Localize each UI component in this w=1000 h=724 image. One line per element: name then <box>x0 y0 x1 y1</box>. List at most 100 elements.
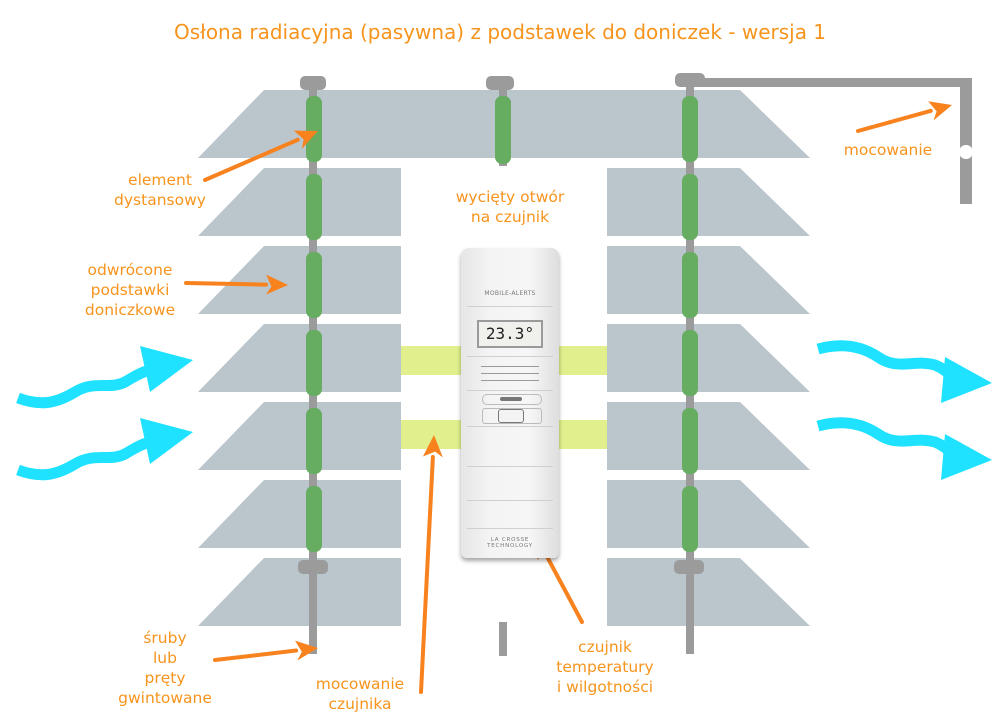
arrow-spacer <box>203 137 300 182</box>
spacer-element <box>306 408 322 474</box>
sensor-divider <box>467 528 553 529</box>
rod-head <box>675 73 705 87</box>
sensor-device: MOBILE-ALERTS 23.3° LA CROSSE TECHNOLOGY <box>461 248 559 566</box>
sensor-led <box>500 397 522 401</box>
mount-hole <box>959 145 973 159</box>
sensor-divider <box>467 306 553 307</box>
label-line: podstawki <box>90 281 170 299</box>
sensor-brand-bottom: LA CROSSE TECHNOLOGY <box>461 537 559 549</box>
airflow-in-arrowhead <box>140 346 193 392</box>
plate-right <box>607 246 810 314</box>
mount-bracket <box>700 78 972 87</box>
plate-left <box>198 168 401 236</box>
sensor-mount-pad <box>555 420 607 449</box>
arrow-sensor-mount-head <box>422 435 443 458</box>
rod-nut <box>674 560 704 574</box>
label-line: czujnik <box>578 638 632 656</box>
label-line: gwintowane <box>118 689 212 707</box>
sensor-divider <box>467 426 553 427</box>
airflow-in-arrow <box>16 364 152 409</box>
airflow-group <box>16 340 992 481</box>
rods-group <box>298 73 973 656</box>
plate-left <box>198 558 401 626</box>
label-mount: mocowanie <box>843 141 933 159</box>
label-line: dystansowy <box>114 191 206 209</box>
mount-bracket <box>960 78 972 204</box>
arrow-saucers-head <box>265 274 288 295</box>
label-screws: śruby lub pręty gwintowane <box>110 628 220 708</box>
label-line: czujnika <box>328 695 392 713</box>
plate-left <box>198 324 401 392</box>
rod-head <box>486 76 514 90</box>
label-saucers: odwrócone podstawki doniczkowe <box>70 260 190 320</box>
sensor-body: MOBILE-ALERTS 23.3° LA CROSSE TECHNOLOGY <box>461 248 559 558</box>
airflow-in-arrow <box>16 436 152 481</box>
label-sensor: czujnik temperatury i wilgotności <box>540 637 670 697</box>
label-line: element <box>128 171 192 189</box>
sensor-grille-line <box>481 366 539 367</box>
spacer-element <box>306 96 322 162</box>
arrow-sensor <box>544 553 584 624</box>
airflow-out-arrow <box>816 340 959 384</box>
sensor-grille-line <box>481 373 539 374</box>
spacer-element <box>306 174 322 240</box>
plate-left <box>198 480 401 548</box>
label-line: wycięty otwór <box>455 188 565 206</box>
sensor-mount-pad <box>555 346 607 375</box>
plate-right <box>607 558 810 626</box>
airflow-out-arrow <box>816 417 959 461</box>
spacer-element <box>682 174 698 240</box>
label-cutout: wycięty otwór na czujnik <box>440 187 580 227</box>
label-line: na czujnik <box>470 208 550 226</box>
spacer-element <box>306 252 322 318</box>
arrow-saucers <box>184 281 269 287</box>
rod-head <box>300 76 326 90</box>
spacer-element <box>682 330 698 396</box>
plates-group <box>198 90 810 626</box>
diagram-title: Osłona radiacyjna (pasywna) z podstawek … <box>173 20 827 44</box>
arrow-sensor-mount <box>419 454 435 694</box>
sensor-led-slot <box>482 394 542 405</box>
sensor-brand-top: MOBILE-ALERTS <box>484 290 536 297</box>
sensor-mount-pad <box>401 346 462 375</box>
label-line: doniczkowe <box>84 301 176 319</box>
threaded-rod <box>499 622 507 656</box>
label-spacer: element dystansowy <box>100 170 220 210</box>
spacer-element <box>682 408 698 474</box>
spacer-element <box>682 252 698 318</box>
sensor-divider <box>467 356 553 357</box>
arrow-screws <box>213 648 299 662</box>
sensor-divider <box>467 466 553 467</box>
label-line: mocowanie <box>315 675 405 693</box>
spacer-element <box>682 96 698 162</box>
label-line: temperatury <box>556 658 654 676</box>
plate-right <box>607 480 810 548</box>
arrow-mount-head <box>928 101 952 121</box>
sensor-brand-line1: LA CROSSE <box>490 537 530 543</box>
sensor-display: 23.3° <box>477 320 543 348</box>
arrow-mount <box>856 108 933 133</box>
spacer-element <box>495 96 511 164</box>
sensor-button-frame <box>482 408 542 424</box>
rod-nut <box>298 560 328 574</box>
label-line: i wilgotności <box>556 678 654 696</box>
plate-right <box>607 168 810 236</box>
airflow-out-arrowhead <box>941 357 992 403</box>
plate-right <box>607 402 810 470</box>
label-line: lub <box>153 649 177 667</box>
spacer-element <box>306 486 322 552</box>
label-line: odwrócone <box>87 261 173 279</box>
plate-left <box>198 246 401 314</box>
sensor-divider <box>467 390 553 391</box>
sensor-brand-line2: TECHNOLOGY <box>487 543 533 549</box>
sensor-button <box>498 409 524 423</box>
plate-left <box>198 402 401 470</box>
sensor-divider <box>467 500 553 501</box>
arrow-screws-head <box>294 640 318 661</box>
airflow-out-arrowhead <box>941 434 992 480</box>
arrow-spacer-head <box>293 130 318 149</box>
airflow-in-arrowhead <box>140 418 193 464</box>
plate-right <box>607 324 810 392</box>
spacer-element <box>682 486 698 552</box>
